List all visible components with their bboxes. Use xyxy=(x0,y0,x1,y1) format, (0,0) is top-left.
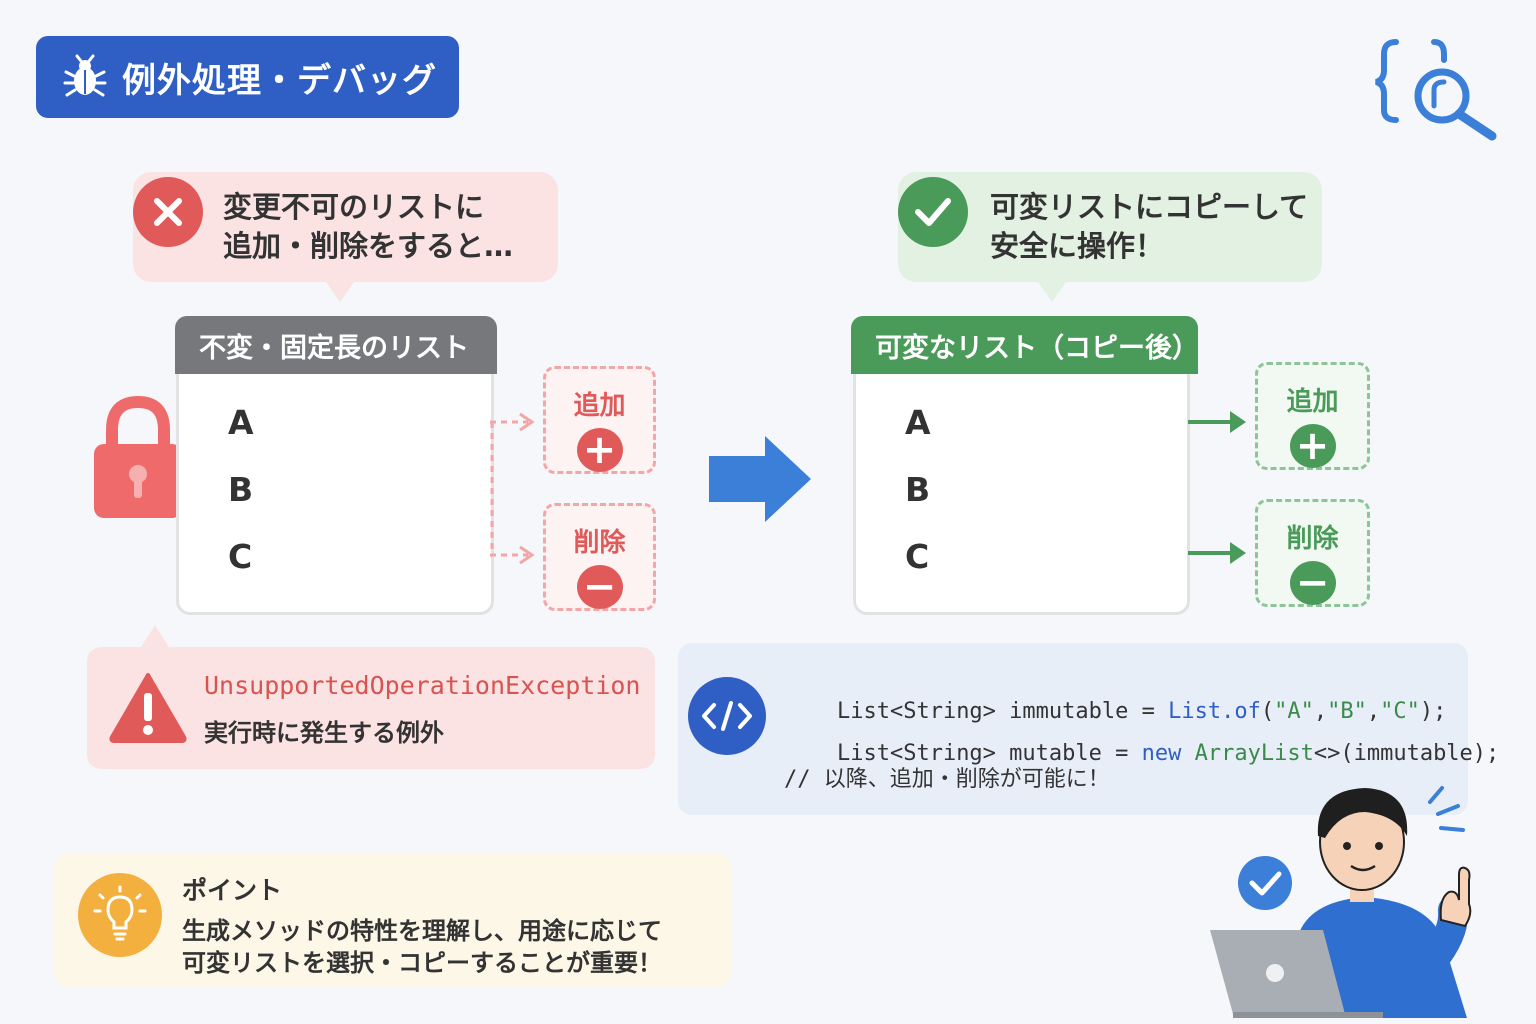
bubble-tail xyxy=(1038,282,1066,302)
code-token: <>(immutable); xyxy=(1313,741,1500,766)
exception-name: UnsupportedOperationException xyxy=(204,671,641,700)
code-token: ); xyxy=(1419,699,1447,724)
list-item: B xyxy=(228,470,254,509)
remove-label: 削除 xyxy=(1286,524,1339,554)
code-token: mutable = xyxy=(995,741,1142,766)
page-title: 例外処理・デバッグ xyxy=(122,60,437,101)
lock-icon xyxy=(94,396,182,518)
warning-icon xyxy=(109,673,187,743)
allowed-connectors xyxy=(1188,411,1246,564)
check-icon xyxy=(898,177,968,247)
mutable-ok-bubble: 可変リストにコピーして 安全に操作！ xyxy=(898,172,1322,282)
code-icon xyxy=(688,677,766,755)
code-token: List<String> xyxy=(836,741,996,766)
code-token xyxy=(1181,741,1194,766)
bubble-line: 追加・削除をすると… xyxy=(223,229,514,263)
code-token: new xyxy=(1141,741,1182,766)
code-token: ( xyxy=(1260,699,1275,724)
card-title: 可変なリスト（コピー後） xyxy=(875,332,1199,364)
code-line-1: List<String> immutable = List.of("A","B"… xyxy=(784,674,1446,749)
tip-title: ポイント xyxy=(182,876,283,905)
mutable-list-title: 可変なリスト（コピー後） xyxy=(851,316,1199,374)
code-line-2: List<String> mutable = new ArrayList<>(i… xyxy=(784,716,1499,791)
add-action-allowed: 追加 + xyxy=(1255,362,1370,470)
x-icon xyxy=(133,177,203,247)
plus-icon: + xyxy=(1289,424,1336,468)
code-line-3: // 以降、追加・削除が可能に！ xyxy=(784,767,1110,792)
add-label: 追加 xyxy=(1286,387,1339,417)
bubble-line: 変更不可のリストに xyxy=(223,190,485,224)
code-token: ArrayList xyxy=(1194,741,1314,766)
title-badge: 例外処理・デバッグ xyxy=(36,36,459,118)
tip-line: 生成メソッドの特性を理解し、用途に応じて xyxy=(182,917,662,945)
bubble-line: 可変リストにコピーして xyxy=(990,190,1309,224)
arrow-right-icon xyxy=(709,436,811,522)
list-item: C xyxy=(228,537,253,576)
code-search-icon xyxy=(1375,39,1497,141)
code-panel: List<String> immutable = List.of("A","B"… xyxy=(678,643,1499,815)
bubble-tail xyxy=(326,282,354,302)
code-token: "C" xyxy=(1380,699,1420,724)
code-token: "B" xyxy=(1327,699,1367,724)
bubble-line: 安全に操作！ xyxy=(990,229,1165,263)
tip-line: 可変リストを選択・コピーすることが重要！ xyxy=(182,949,662,977)
code-token: immutable = xyxy=(995,699,1169,724)
remove-action-blocked: 削除 − xyxy=(543,503,656,611)
panel-tail xyxy=(141,625,169,647)
exception-panel: UnsupportedOperationException 実行時に発生する例外 xyxy=(87,647,655,769)
card-title: 不変・固定長のリスト xyxy=(199,332,469,364)
list-item: C xyxy=(905,537,930,576)
developer-illustration xyxy=(1210,786,1472,1018)
plus-icon: + xyxy=(576,428,623,472)
list-item: A xyxy=(228,403,254,442)
code-token: , xyxy=(1366,699,1381,724)
remove-label: 削除 xyxy=(573,528,626,558)
blocked-connectors xyxy=(490,412,535,565)
minus-icon: − xyxy=(576,565,623,609)
immutable-list-title: 不変・固定長のリスト xyxy=(175,316,497,374)
add-label: 追加 xyxy=(573,391,626,421)
code-token: "A" xyxy=(1274,699,1314,724)
list-item: B xyxy=(905,470,931,509)
remove-action-allowed: 削除 − xyxy=(1255,499,1370,607)
code-token: List<String> xyxy=(836,699,996,724)
minus-icon: − xyxy=(1289,561,1336,605)
code-token: List.of xyxy=(1168,699,1261,724)
immutable-warning-bubble: 変更不可のリストに 追加・削除をすると… xyxy=(133,172,558,282)
lightbulb-icon xyxy=(78,873,162,957)
tip-panel: ポイント 生成メソッドの特性を理解し、用途に応じて 可変リストを選択・コピーする… xyxy=(54,853,732,987)
code-token: , xyxy=(1313,699,1328,724)
bug-icon xyxy=(63,54,107,97)
exception-description: 実行時に発生する例外 xyxy=(204,719,444,747)
add-action-blocked: 追加 + xyxy=(543,366,656,474)
list-item: A xyxy=(905,403,931,442)
